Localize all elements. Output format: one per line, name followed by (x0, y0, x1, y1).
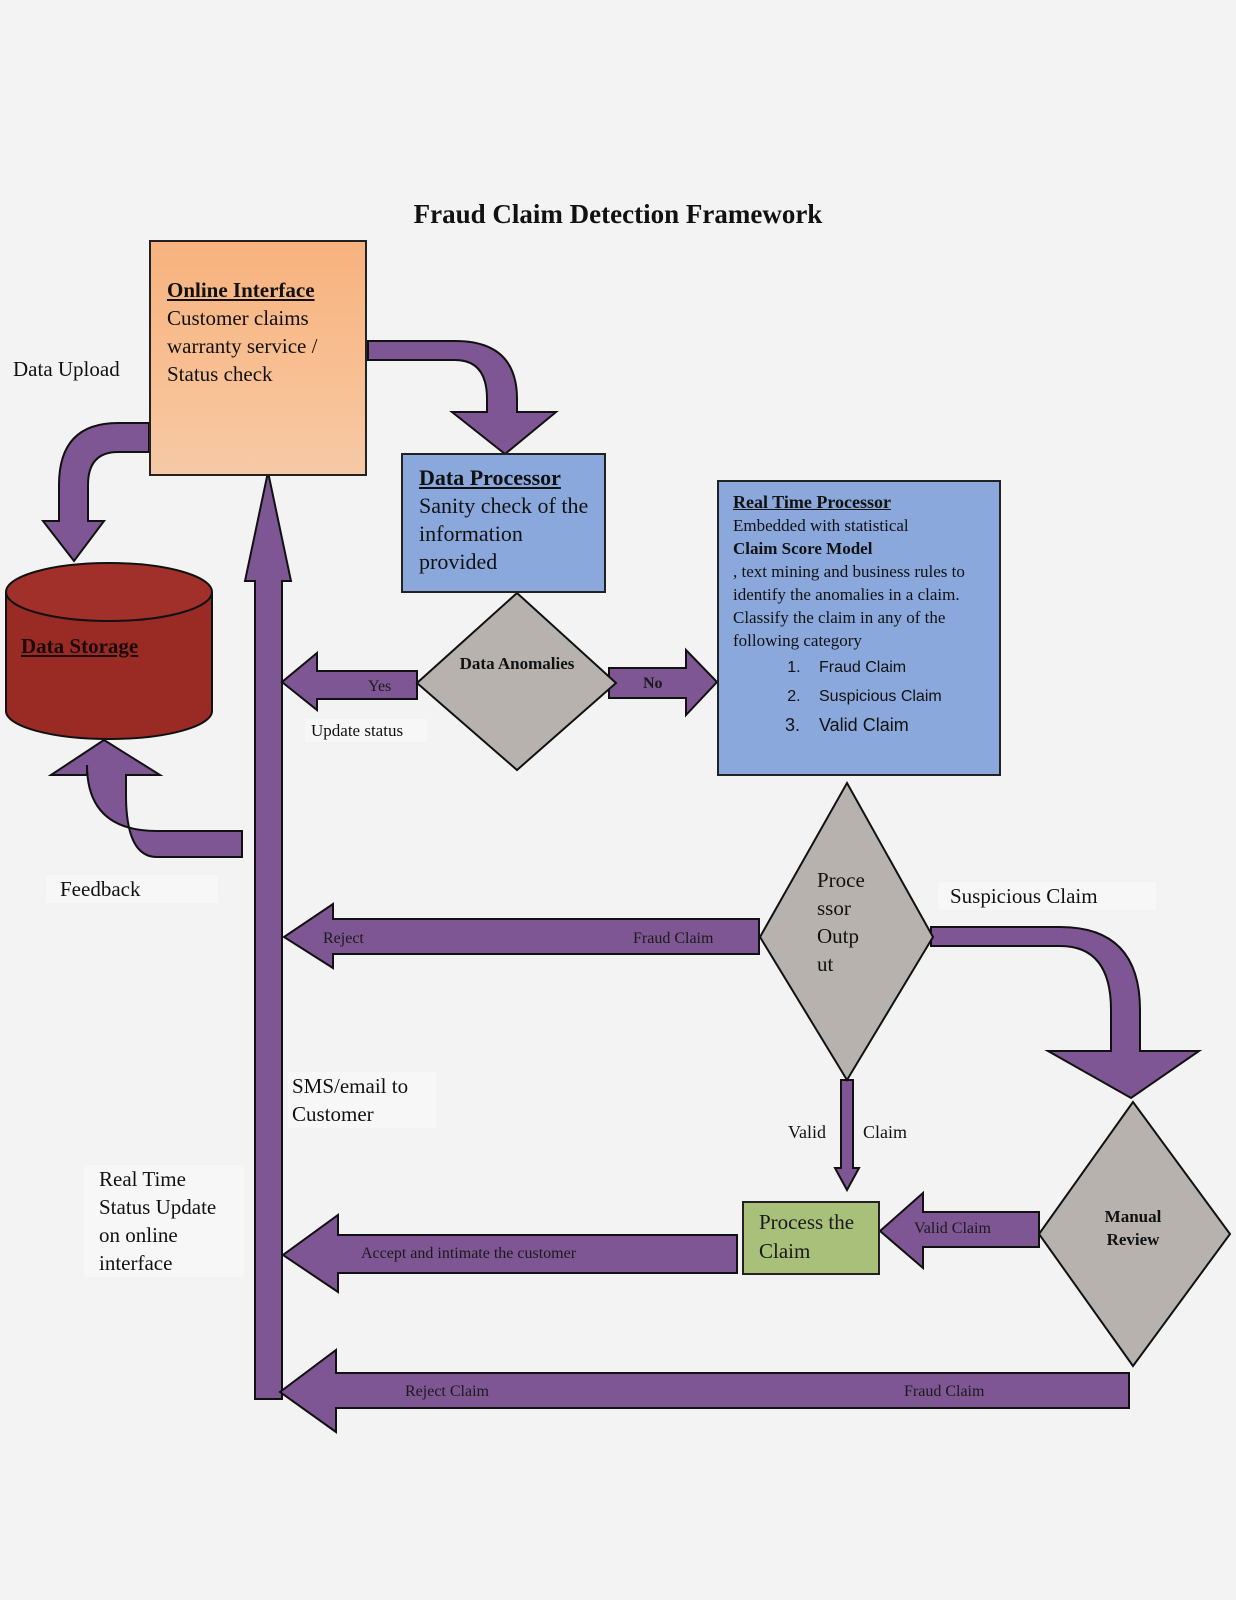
category-item: Fraud Claim (805, 653, 989, 682)
reject-claim-arrow-label: Reject Claim (405, 1383, 489, 1400)
rtp-line-1: Embedded with statistical (733, 516, 909, 535)
fraud-claim-bottom-arrow-label: Fraud Claim (904, 1383, 985, 1400)
fraud-claim-arrow-label: Fraud Claim (633, 930, 714, 947)
arrow-to-data-processor (367, 340, 559, 456)
yes-arrow-label: Yes (368, 678, 392, 695)
data-upload-label: Data Upload (13, 357, 120, 381)
feedback-arrow (47, 738, 243, 858)
claim-label: Claim (863, 1122, 907, 1142)
data-storage-cylinder (5, 562, 213, 740)
real-time-processor-heading: Real Time Processor (733, 492, 891, 512)
data-anomalies-diamond (415, 591, 618, 772)
data-processor-heading: Data Processor (419, 465, 561, 490)
valid-claim-left-arrow (878, 1190, 1040, 1271)
yes-arrow (280, 650, 418, 713)
online-interface-box: Online Interface Customer claims warrant… (149, 240, 367, 476)
real-time-processor-box: Real Time Processor Embedded with statis… (717, 480, 1001, 776)
suspicious-claim-arrow (930, 926, 1203, 1100)
rtp-line-2: , text mining and business rules to iden… (733, 562, 965, 604)
online-interface-text: Customer claims warranty service / Statu… (167, 306, 318, 386)
processor-output-label: Proce ssor Outp ut (817, 868, 865, 976)
data-processor-text: Sanity check of the information provided (419, 493, 589, 574)
reject-fraud-arrow (282, 902, 760, 970)
online-interface-heading: Online Interface (167, 278, 315, 302)
no-arrow (608, 647, 719, 718)
sms-email-label: SMS/email to Customer (288, 1072, 436, 1128)
category-item: Suspicious Claim (805, 682, 989, 711)
category-item: Valid Claim (805, 711, 989, 740)
update-status-label: Update status (305, 719, 427, 742)
data-anomalies-label: Data Anomalies (459, 654, 575, 673)
rtp-line-3: Classify the claim in any of the followi… (733, 608, 946, 650)
valid-claim-down-arrow (833, 1079, 861, 1193)
manual-review-label: Manual Review (1104, 1207, 1162, 1249)
claim-category-list: Fraud Claim Suspicious Claim Valid Claim (733, 653, 989, 740)
feedback-label: Feedback (46, 875, 218, 903)
status-return-arrow (243, 471, 293, 1400)
data-processor-box: Data Processor Sanity check of the infor… (401, 453, 606, 593)
data-storage-label: Data Storage (21, 634, 139, 658)
reject-claim-arrow (278, 1348, 1130, 1434)
reject-arrow-label: Reject (323, 930, 364, 947)
rtp-bold-term: Claim Score Model (733, 539, 873, 558)
diagram-title: Fraud Claim Detection Framework (413, 199, 823, 229)
accept-arrow-label: Accept and intimate the customer (361, 1245, 577, 1262)
suspicious-claim-label: Suspicious Claim (938, 882, 1156, 910)
processor-output-diamond (758, 780, 935, 1082)
valid-claim-arrow-label: Valid Claim (914, 1220, 991, 1237)
valid-label: Valid (788, 1122, 826, 1142)
accept-arrow (281, 1213, 738, 1294)
no-arrow-label: No (643, 675, 663, 692)
arrow-to-data-storage (40, 422, 150, 563)
manual-review-diamond (1037, 1100, 1232, 1368)
process-claim-box: Process the Claim (742, 1201, 880, 1275)
real-time-status-label: Real Time Status Update on online interf… (84, 1165, 244, 1277)
